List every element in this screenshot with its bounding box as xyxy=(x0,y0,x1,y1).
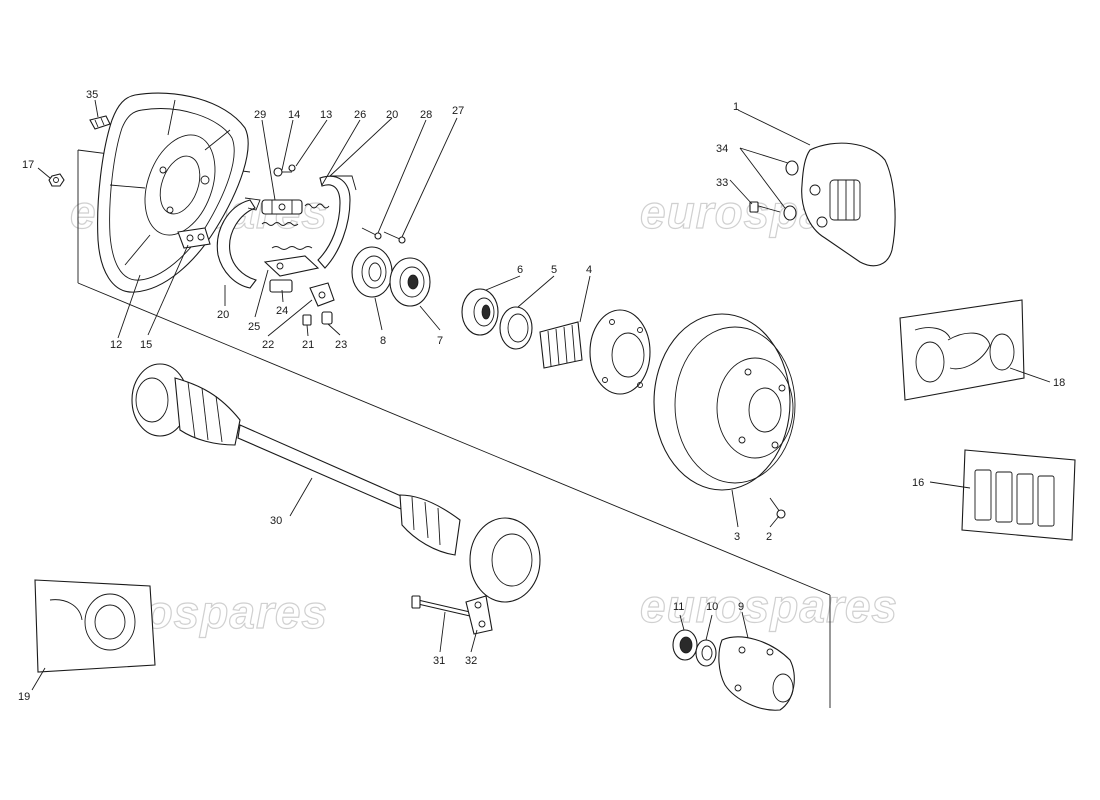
part-23-clip xyxy=(321,311,333,325)
part-26-20-brake-shoe-right xyxy=(317,175,357,269)
callout-12: 12 xyxy=(110,339,122,351)
part-13-screw xyxy=(288,164,296,172)
part-15-bracket xyxy=(177,227,211,249)
part-14-screw xyxy=(273,167,292,177)
callout-4: 4 xyxy=(586,264,592,276)
part-2-bolt xyxy=(769,497,786,519)
part-9-flange xyxy=(718,636,795,711)
part-19-gasket-kit xyxy=(34,579,156,673)
callout-19: 19 xyxy=(18,691,30,703)
leader-lines xyxy=(31,99,1051,691)
callout-8: 8 xyxy=(380,335,386,347)
part-6-bearing xyxy=(461,288,499,336)
callout-20a: 20 xyxy=(217,309,229,321)
part-29-wheel-cylinder xyxy=(261,199,303,215)
callout-11: 11 xyxy=(673,601,684,613)
part-30-drive-shaft xyxy=(131,363,541,603)
callout-24: 24 xyxy=(276,305,288,317)
callout-23: 23 xyxy=(335,339,347,351)
callout-6: 6 xyxy=(517,264,523,276)
part-28-screw xyxy=(361,227,382,240)
callout-1: 1 xyxy=(733,101,739,113)
callout-15: 15 xyxy=(140,339,152,351)
part-32-plate xyxy=(465,595,493,635)
callout-30: 30 xyxy=(270,515,282,527)
part-4-hub xyxy=(539,309,651,395)
part-34-washer xyxy=(783,160,799,221)
part-27-screw xyxy=(383,231,406,244)
part-11-nut xyxy=(672,629,698,661)
part-22-lever xyxy=(309,282,335,307)
callout-18: 18 xyxy=(1053,377,1065,389)
callout-3: 3 xyxy=(734,531,740,543)
part-17-bolt xyxy=(48,173,65,187)
callout-25: 25 xyxy=(248,321,260,333)
part-8-bearing xyxy=(351,246,393,298)
callout-5: 5 xyxy=(551,264,557,276)
callout-14: 14 xyxy=(288,109,300,121)
part-24-25-adjuster xyxy=(263,246,320,293)
part-7-bearing xyxy=(389,257,431,307)
part-12-backing-plate xyxy=(97,92,249,293)
part-33-bolt xyxy=(749,201,781,213)
part-3-brake-disc xyxy=(653,313,796,491)
part-5-seal xyxy=(499,306,533,350)
callout-21: 21 xyxy=(302,339,314,351)
callout-31: 31 xyxy=(433,655,445,667)
part-31-bolt xyxy=(411,595,471,617)
callout-35: 35 xyxy=(86,89,98,101)
part-10-washer xyxy=(695,639,717,667)
callout-16: 16 xyxy=(912,477,924,489)
callout-13: 13 xyxy=(320,109,332,121)
callout-20b: 20 xyxy=(386,109,398,121)
part-16-brake-pads xyxy=(961,449,1076,541)
callout-34: 34 xyxy=(716,143,728,155)
callout-22: 22 xyxy=(262,339,274,351)
spring-upper xyxy=(261,203,330,226)
callout-26: 26 xyxy=(354,109,366,121)
callout-32: 32 xyxy=(465,655,477,667)
callout-2: 2 xyxy=(766,531,772,543)
part-18-repair-kit xyxy=(899,299,1025,401)
callout-29: 29 xyxy=(254,109,266,121)
callout-27: 27 xyxy=(452,105,464,117)
callout-28: 28 xyxy=(420,109,432,121)
callout-17: 17 xyxy=(22,159,34,171)
callout-10: 10 xyxy=(706,601,718,613)
part-20-brake-shoe-left xyxy=(216,197,261,289)
part-1-caliper xyxy=(801,142,896,267)
callout-9: 9 xyxy=(738,601,744,613)
part-35-nut xyxy=(89,115,111,130)
callout-33: 33 xyxy=(716,177,728,189)
callout-7: 7 xyxy=(437,335,443,347)
callout-labels: 1 2 3 4 5 6 7 8 9 10 11 12 13 14 15 16 1… xyxy=(18,89,1065,703)
part-21-pin xyxy=(302,314,312,326)
